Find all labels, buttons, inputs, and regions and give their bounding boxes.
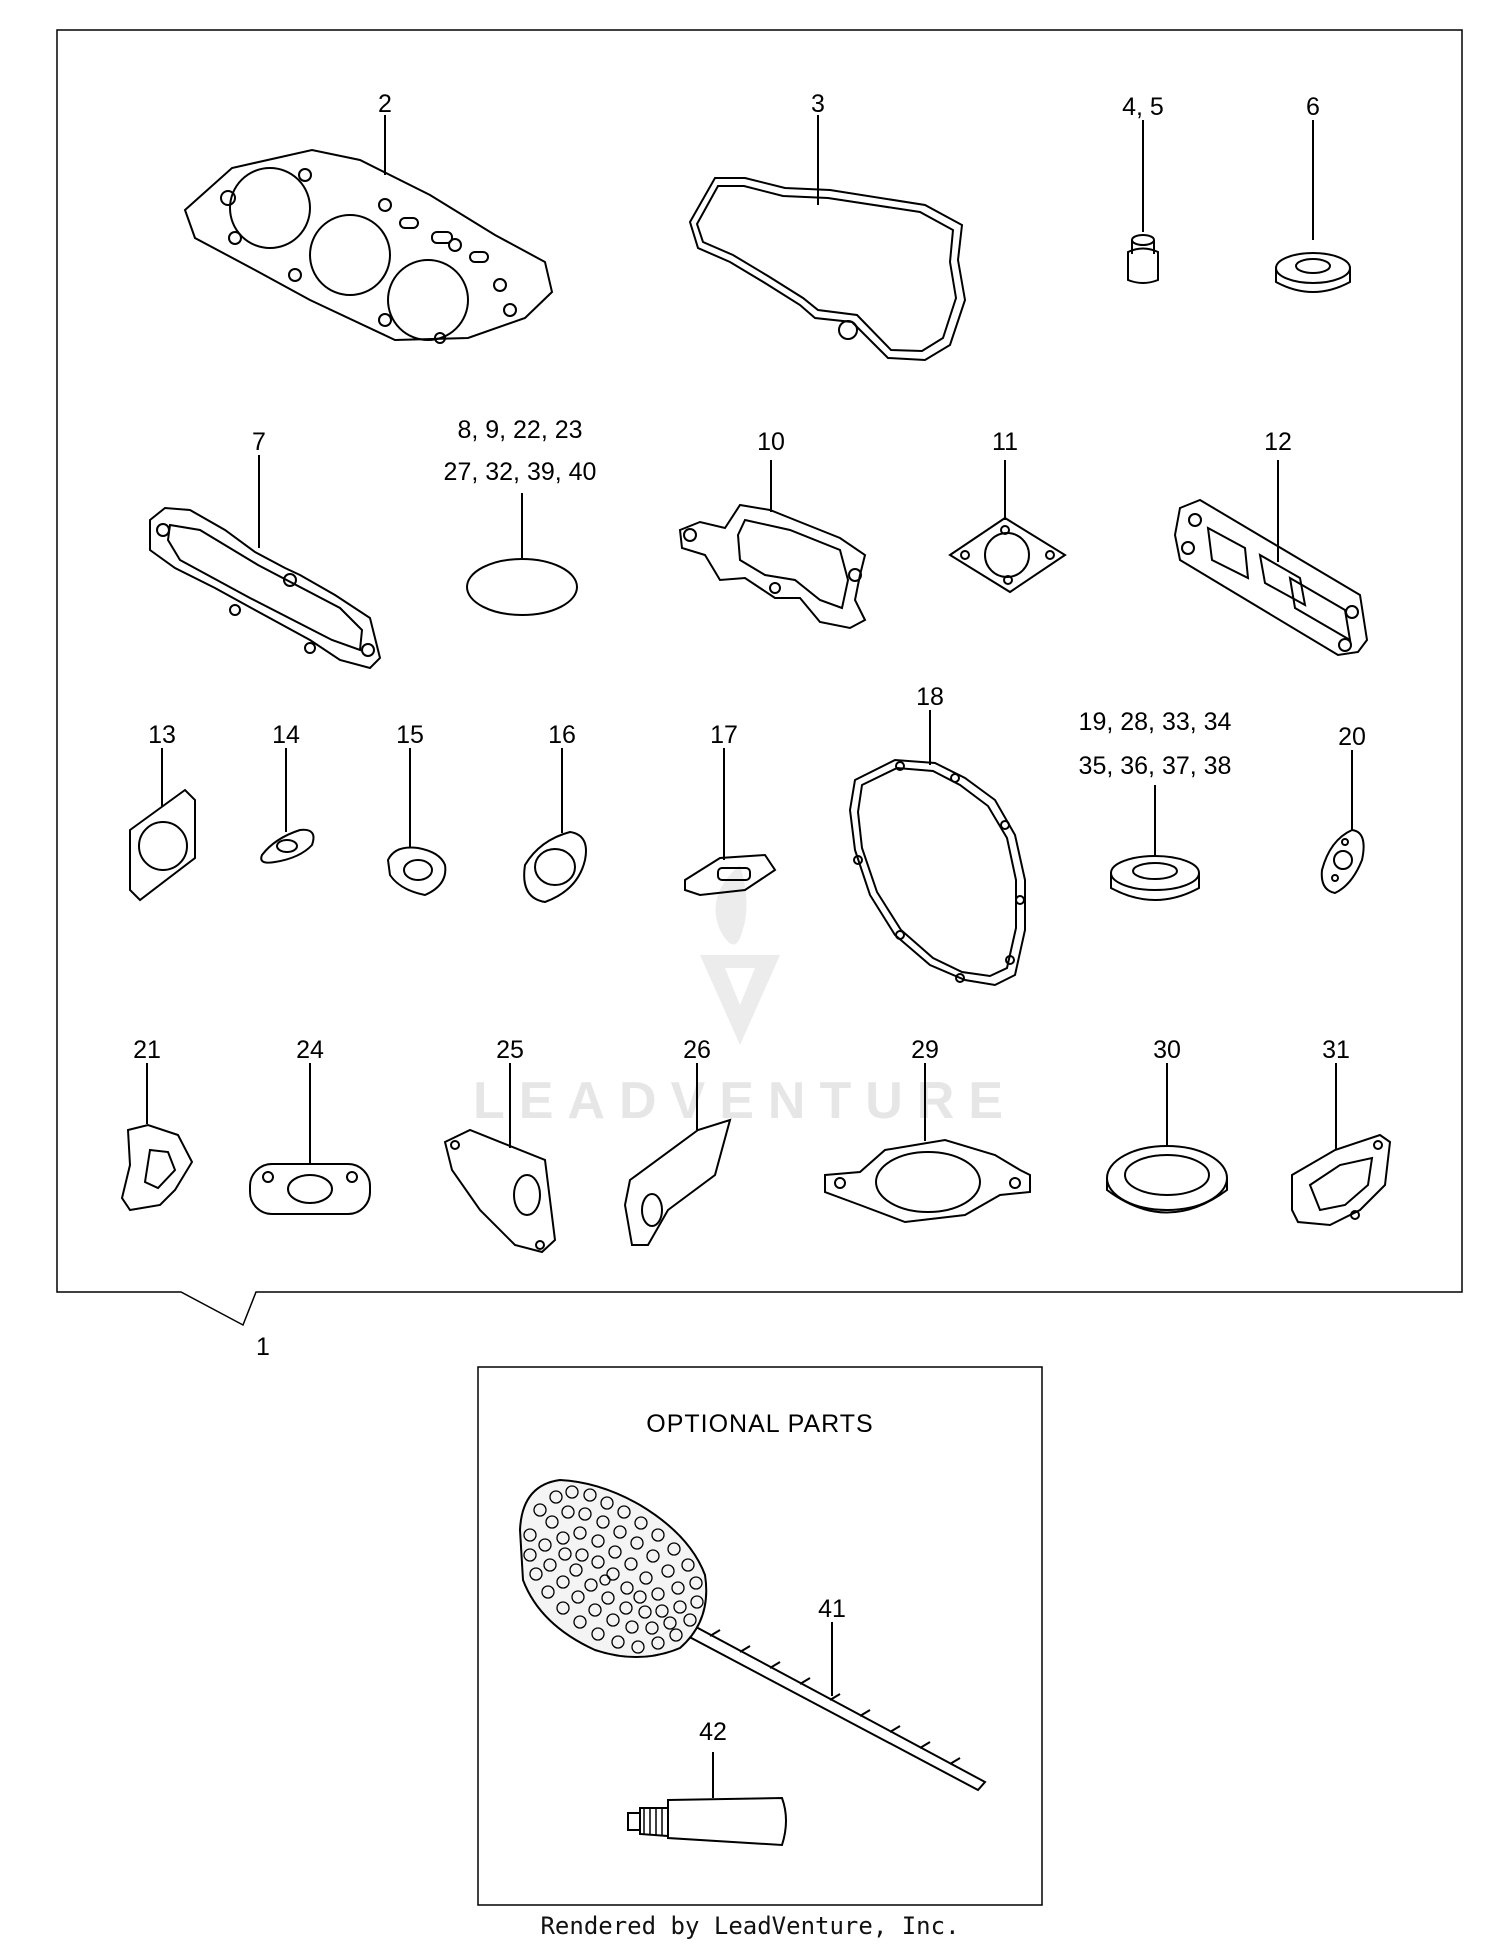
- callout-11: 11: [992, 428, 1018, 456]
- part-19-seal-ring: 19, 28, 33, 34 35, 36, 37, 38: [1079, 708, 1232, 901]
- callout-41: 41: [818, 1595, 846, 1623]
- part-7-manifold-gasket: 7: [149, 428, 382, 670]
- part-14-gasket: 14: [260, 721, 315, 864]
- part-31-gasket: 31: [1291, 1036, 1392, 1227]
- callout-18: 18: [916, 683, 944, 711]
- part-29-gasket: 29: [824, 1036, 1031, 1224]
- callout-14: 14: [272, 721, 300, 749]
- callout-10: 10: [757, 428, 785, 456]
- part-4-5-stem-seal: 4, 5: [1122, 93, 1164, 284]
- callout-19-line2: 35, 36, 37, 38: [1079, 752, 1232, 780]
- part-10-gasket: 10: [678, 428, 867, 630]
- part-3-cover-gasket: 3: [688, 90, 967, 362]
- part-30-seal-ring: 30: [1106, 1036, 1228, 1214]
- part-18-gasket: 18: [848, 683, 1026, 987]
- part-41-hone-brush: 41: [518, 1478, 987, 1792]
- kit-frame: [56, 29, 1463, 1327]
- callout-20: 20: [1338, 723, 1366, 751]
- callout-15: 15: [396, 721, 424, 749]
- part-13-gasket: 13: [129, 721, 196, 902]
- part-24-gasket: 24: [249, 1036, 371, 1215]
- callout-19-line1: 19, 28, 33, 34: [1079, 708, 1232, 736]
- callout-16: 16: [548, 721, 576, 749]
- part-26-gasket: 26: [623, 1036, 732, 1246]
- part-25-gasket: 25: [443, 1036, 557, 1254]
- callout-6: 6: [1306, 93, 1320, 121]
- callout-24: 24: [296, 1036, 324, 1064]
- callout-3: 3: [811, 90, 825, 118]
- part-6-seal-ring: 6: [1275, 93, 1351, 293]
- callout-2: 2: [378, 90, 392, 118]
- callout-21: 21: [133, 1036, 161, 1064]
- part-42-sealant-tube: 42: [627, 1718, 787, 1847]
- watermark-text: LEADVENTURE: [473, 1072, 1017, 1130]
- part-12-exhaust-gasket: 12: [1173, 428, 1369, 657]
- part-21-gasket: 21: [120, 1036, 194, 1212]
- part-15-gasket: 15: [386, 721, 447, 897]
- callout-8-line2: 27, 32, 39, 40: [444, 458, 597, 486]
- callout-12: 12: [1264, 428, 1292, 456]
- callout-30: 30: [1153, 1036, 1181, 1064]
- part-16-gasket: 16: [523, 721, 587, 904]
- callout-31: 31: [1322, 1036, 1350, 1064]
- callout-17: 17: [710, 721, 738, 749]
- callout-8-line1: 8, 9, 22, 23: [457, 416, 582, 444]
- callout-4-5: 4, 5: [1122, 93, 1164, 121]
- callout-7: 7: [252, 428, 266, 456]
- part-2-head-gasket: 2: [183, 90, 554, 344]
- watermark: LEADVENTURE: [473, 865, 1017, 1130]
- part-20-gasket: 20: [1320, 723, 1366, 895]
- callout-26: 26: [683, 1036, 711, 1064]
- part-8-o-ring: 8, 9, 22, 23 27, 32, 39, 40: [444, 416, 597, 616]
- optional-parts-title: OPTIONAL PARTS: [646, 1410, 873, 1438]
- optional-parts-box: OPTIONAL PARTS: [477, 1366, 1043, 1906]
- callout-25: 25: [496, 1036, 524, 1064]
- part-11-square-gasket: 11: [948, 428, 1067, 594]
- footer-credit: Rendered by LeadVenture, Inc.: [540, 1912, 960, 1940]
- callout-29: 29: [911, 1036, 939, 1064]
- callout-1: 1: [256, 1333, 270, 1361]
- part-17-gasket: 17: [684, 721, 777, 897]
- callout-42: 42: [699, 1718, 727, 1746]
- callout-13: 13: [148, 721, 176, 749]
